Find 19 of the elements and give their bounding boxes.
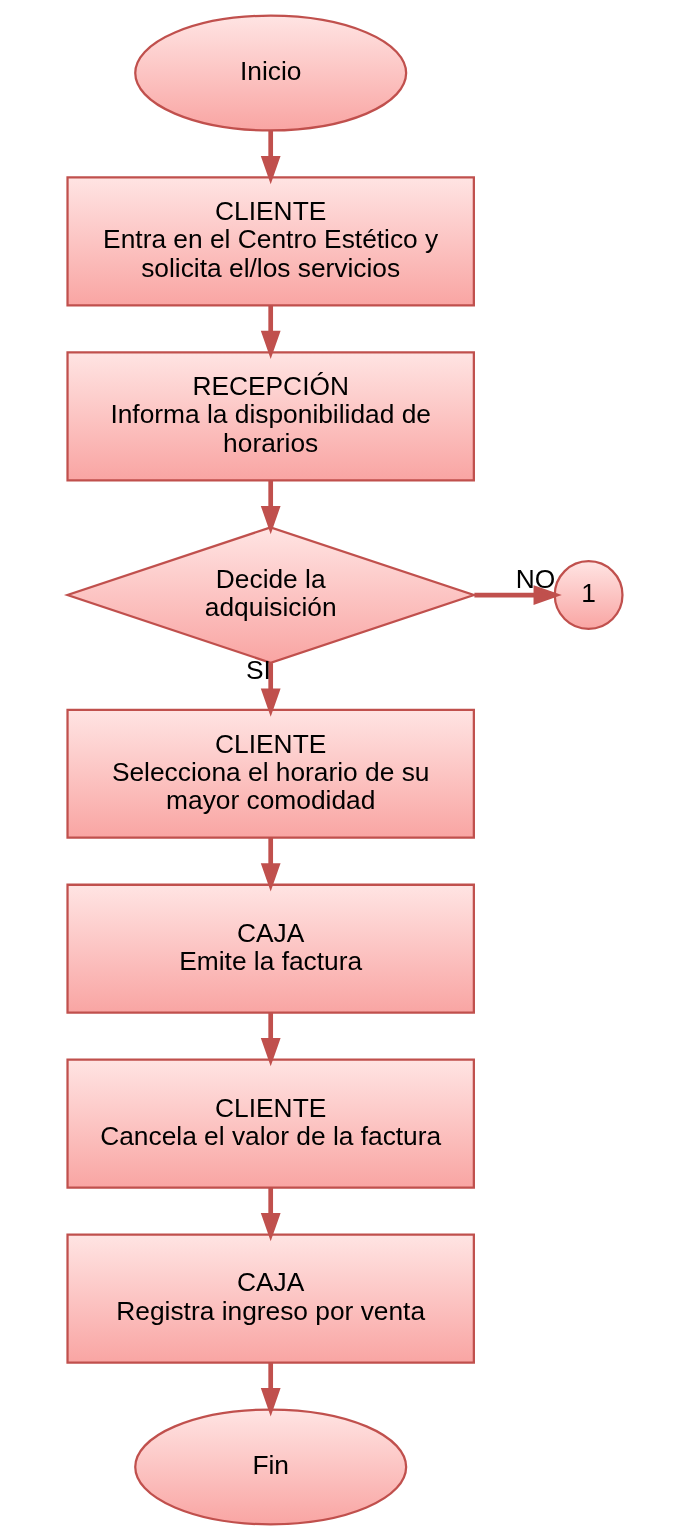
arrow xyxy=(260,130,281,185)
node-box: RECEPCIÓN Informa la disponibilidad de horarios xyxy=(66,351,475,482)
arrow xyxy=(260,1012,281,1067)
arrow xyxy=(474,585,562,605)
node-box: CLIENTE Entra en el Centro Estético y solicita el/los servicios xyxy=(66,176,475,307)
arrow xyxy=(260,663,281,717)
arrow xyxy=(260,480,281,535)
arrow xyxy=(260,837,281,892)
arrow xyxy=(260,305,281,360)
node-ellipse: Fin xyxy=(134,1408,408,1526)
node-box: CLIENTE Cancela el valor de la factura xyxy=(66,1058,475,1189)
node-ellipse: Inicio xyxy=(134,14,408,132)
edge-label: NO xyxy=(515,563,556,594)
arrow xyxy=(260,1187,281,1242)
node-box: CAJA Registra ingreso por venta xyxy=(66,1233,475,1364)
node-box: CAJA Emite la factura xyxy=(66,883,475,1014)
arrow xyxy=(260,1362,281,1417)
node-circle: 1 xyxy=(553,560,624,631)
node-box: CLIENTE Selecciona el horario de su mayor comodidad xyxy=(66,708,475,839)
